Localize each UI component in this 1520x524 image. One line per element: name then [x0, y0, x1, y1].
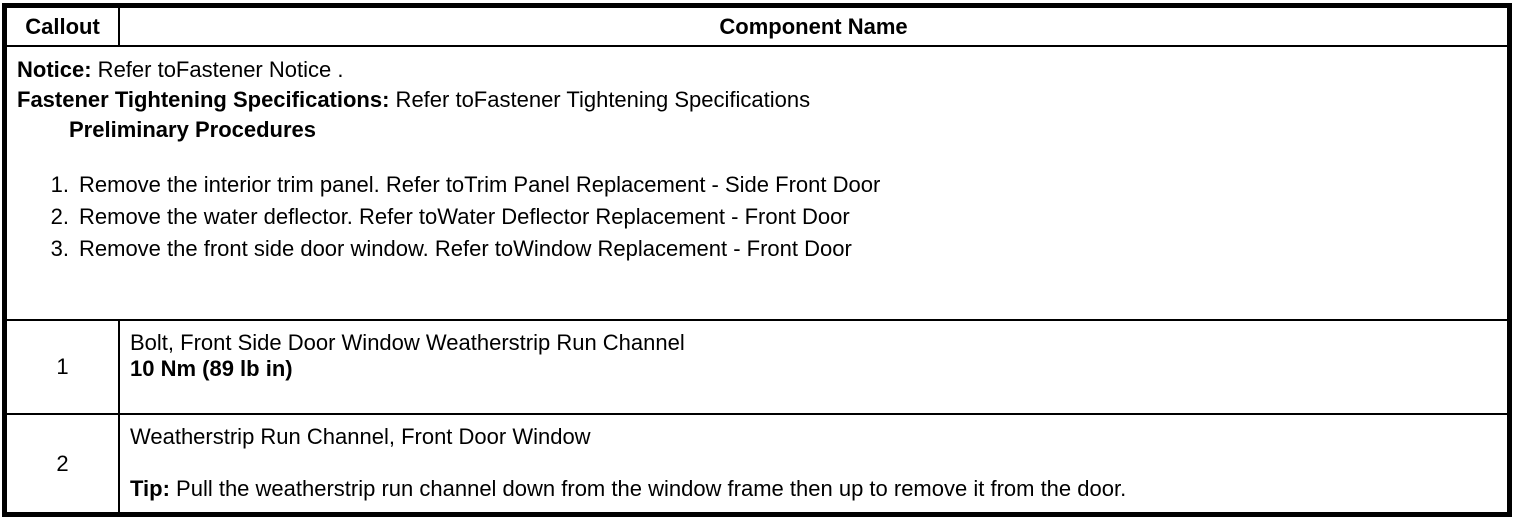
step-number: 1. — [50, 172, 69, 197]
step-number: 3. — [50, 236, 69, 261]
component-name-text: Bolt, Front Side Door Window Weatherstri… — [130, 330, 685, 355]
component-name-column-header: Component Name — [719, 13, 908, 39]
notice-text: Refer toFastener Notice . — [91, 57, 344, 82]
list-item: 1. Remove the interior trim panel. Refer… — [17, 169, 1497, 201]
fastener-notice-line: Notice: Refer toFastener Notice . — [17, 55, 1497, 85]
step-text: Remove the interior trim panel. Refer to… — [79, 172, 881, 197]
tip-line: Tip: Pull the weatherstrip run channel d… — [130, 476, 1497, 502]
table-row: 2 Weatherstrip Run Channel, Front Door W… — [7, 415, 1507, 512]
component-table: Callout Component Name Notice: Refer toF… — [2, 3, 1512, 517]
preliminary-info-section: Notice: Refer toFastener Notice . Fasten… — [7, 47, 1507, 321]
tip-label: Tip: — [130, 476, 170, 501]
component-name-text: Weatherstrip Run Channel, Front Door Win… — [130, 424, 591, 449]
component-name-cell: Bolt, Front Side Door Window Weatherstri… — [120, 321, 1507, 413]
fastener-specifications-text: Refer toFastener Tightening Specificatio… — [389, 87, 811, 112]
preliminary-procedures-title: Preliminary Procedures — [69, 117, 317, 142]
fastener-specifications-label: Fastener Tightening Specifications: — [17, 87, 390, 112]
step-text: Remove the front side door window. Refer… — [79, 236, 852, 261]
component-name-cell: Weatherstrip Run Channel, Front Door Win… — [120, 415, 1507, 512]
torque-spec-text: 10 Nm (89 lb in) — [130, 356, 293, 381]
table-row: 1 Bolt, Front Side Door Window Weatherst… — [7, 321, 1507, 415]
step-number: 2. — [50, 204, 69, 229]
callout-column-header: Callout — [7, 8, 120, 45]
callout-cell: 1 — [7, 321, 120, 413]
step-text: Remove the water deflector. Refer toWate… — [79, 204, 850, 229]
notice-label: Notice: — [17, 57, 92, 82]
list-item: 2. Remove the water deflector. Refer toW… — [17, 201, 1497, 233]
table-header-row: Callout Component Name — [7, 8, 1507, 47]
tip-text: Pull the weatherstrip run channel down f… — [169, 476, 1127, 501]
preliminary-steps-list: 1. Remove the interior trim panel. Refer… — [17, 169, 1497, 265]
callout-cell: 2 — [7, 415, 120, 512]
fastener-specifications-line: Fastener Tightening Specifications: Refe… — [17, 85, 1497, 115]
list-item: 3. Remove the front side door window. Re… — [17, 233, 1497, 265]
